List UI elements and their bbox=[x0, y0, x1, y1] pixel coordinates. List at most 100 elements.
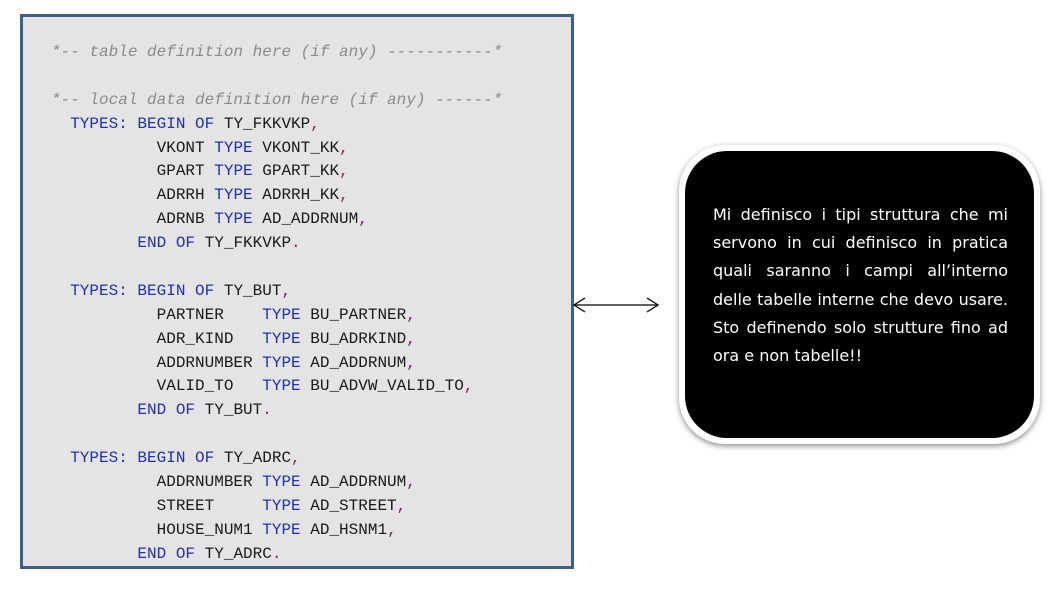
code-keyword: TYPE bbox=[214, 210, 253, 229]
code-blank-line bbox=[51, 256, 502, 280]
code-keyword: TYPE bbox=[262, 329, 301, 348]
code-token: ADDRNUMBER bbox=[51, 353, 263, 372]
code-punctuation: , bbox=[291, 449, 301, 468]
code-token bbox=[51, 449, 70, 467]
code-token: AD_HSNM1 bbox=[300, 520, 388, 539]
code-token bbox=[51, 545, 137, 563]
code-token: TY_FKKVKP bbox=[195, 234, 292, 253]
code-token: GPART_KK bbox=[252, 162, 340, 181]
code-keyword: TYPE bbox=[262, 496, 301, 515]
code-punctuation: , bbox=[281, 281, 292, 300]
code-token: ADR_KIND bbox=[51, 329, 263, 348]
code-line: PARTNER TYPE BU_PARTNER, bbox=[51, 304, 502, 328]
code-punctuation: , bbox=[387, 520, 397, 539]
code-token: ADRRH_KK bbox=[252, 186, 340, 205]
code-keyword: TYPE bbox=[214, 138, 253, 157]
code-line: END OF TY_ADRC. bbox=[51, 543, 502, 566]
code-punctuation: , bbox=[339, 138, 349, 157]
code-line: ADDRNUMBER TYPE AD_ADDRNUM, bbox=[51, 471, 502, 495]
code-token bbox=[128, 449, 138, 467]
code-line: ADDRNUMBER TYPE AD_ADDRNUM, bbox=[51, 352, 502, 376]
code-line: ADRNB TYPE AD_ADDRNUM, bbox=[51, 208, 502, 232]
code-punctuation: , bbox=[396, 496, 407, 515]
code-token: HOUSE_NUM1 bbox=[51, 520, 263, 539]
code-line: ADRRH TYPE ADRRH_KK, bbox=[51, 184, 502, 208]
code-token: ADRRH bbox=[51, 186, 215, 205]
code-line: ADR_KIND TYPE BU_ADRKIND, bbox=[51, 328, 502, 352]
code-line: TYPES: BEGIN OF TY_FKKVKP, bbox=[51, 113, 502, 137]
code-keyword: TYPE bbox=[262, 473, 301, 492]
code-line: END OF TY_FKKVKP. bbox=[51, 232, 502, 256]
code-token bbox=[51, 115, 70, 133]
code-keyword: BEGIN OF bbox=[137, 281, 215, 300]
code-panel: *-- table definition here (if any) -----… bbox=[20, 14, 574, 569]
code-token: TY_BUT bbox=[195, 401, 263, 420]
code-keyword: TYPES: bbox=[70, 449, 128, 468]
code-keyword: TYPE bbox=[262, 353, 301, 372]
code-keyword: TYPE bbox=[214, 186, 253, 205]
code-token: TY_ADRC bbox=[214, 449, 292, 468]
code-punctuation: . bbox=[262, 401, 272, 420]
code-token: VKONT bbox=[51, 138, 215, 157]
code-token: VKONT_KK bbox=[252, 138, 340, 157]
code-token: BU_ADRKIND bbox=[300, 329, 407, 348]
code-comment: *-- local data definition here (if any) … bbox=[51, 90, 503, 109]
callout-text: Mi definisco i tipi struttura che mi ser… bbox=[713, 205, 1008, 366]
code-line: HOUSE_NUM1 TYPE AD_HSNM1, bbox=[51, 519, 502, 543]
code-token: TY_BUT bbox=[214, 281, 282, 300]
code-token: VALID_TO bbox=[51, 377, 263, 396]
code-keyword: TYPE bbox=[214, 162, 253, 181]
code-token: ADDRNUMBER bbox=[51, 473, 263, 492]
code-token bbox=[128, 282, 138, 300]
code-punctuation: , bbox=[310, 114, 320, 133]
code-token: AD_STREET bbox=[300, 496, 397, 515]
code-keyword: TYPES: bbox=[70, 114, 128, 133]
code-keyword: TYPES: bbox=[70, 281, 128, 300]
code-line: END OF TY_BUT. bbox=[51, 399, 502, 423]
code-keyword: BEGIN OF bbox=[137, 114, 215, 133]
code-punctuation: , bbox=[406, 329, 416, 348]
code-punctuation: , bbox=[406, 473, 416, 492]
code-line: VALID_TO TYPE BU_ADVW_VALID_TO, bbox=[51, 375, 502, 399]
code-punctuation: , bbox=[358, 210, 368, 229]
code-token bbox=[51, 282, 70, 300]
code-comment: *-- table definition here (if any) -----… bbox=[51, 43, 503, 61]
code-punctuation: , bbox=[463, 377, 474, 396]
code-line: TYPES: BEGIN OF TY_BUT, bbox=[51, 280, 502, 304]
code-line: GPART TYPE GPART_KK, bbox=[51, 160, 502, 184]
code-punctuation: , bbox=[339, 162, 349, 181]
code-token: BU_ADVW_VALID_TO bbox=[300, 377, 464, 396]
code-token: TY_ADRC bbox=[195, 544, 272, 563]
code-keyword: TYPE bbox=[262, 305, 301, 324]
code-punctuation: . bbox=[291, 234, 301, 253]
code-keyword: TYPE bbox=[262, 520, 301, 539]
code-blank-line bbox=[51, 423, 502, 447]
code-keyword: BEGIN OF bbox=[137, 449, 215, 468]
code-keyword: TYPE bbox=[262, 377, 301, 396]
code-blank-line bbox=[51, 65, 502, 89]
code-token: GPART bbox=[51, 162, 215, 181]
code-token bbox=[128, 115, 138, 133]
abap-code-block: *-- table definition here (if any) -----… bbox=[51, 41, 502, 566]
code-line: *-- local data definition here (if any) … bbox=[51, 89, 502, 113]
code-token: AD_ADDRNUM bbox=[300, 353, 407, 372]
code-token: AD_ADDRNUM bbox=[300, 473, 407, 492]
code-token: STREET bbox=[51, 496, 263, 515]
code-punctuation: . bbox=[271, 544, 282, 563]
callout-box: Mi definisco i tipi struttura che mi ser… bbox=[685, 151, 1034, 438]
code-token: AD_ADDRNUM bbox=[252, 210, 359, 229]
code-keyword: END OF bbox=[137, 401, 196, 420]
code-token: PARTNER bbox=[51, 305, 263, 324]
code-line: *-- table definition here (if any) -----… bbox=[51, 41, 502, 65]
code-token: BU_PARTNER bbox=[300, 305, 407, 324]
code-token: TY_FKKVKP bbox=[214, 114, 311, 133]
code-token bbox=[51, 401, 137, 419]
code-token bbox=[51, 234, 137, 252]
code-line: STREET TYPE AD_STREET, bbox=[51, 495, 502, 519]
code-punctuation: , bbox=[406, 353, 416, 372]
code-keyword: END OF bbox=[137, 234, 196, 253]
code-line: VKONT TYPE VKONT_KK, bbox=[51, 137, 502, 161]
code-keyword: END OF bbox=[137, 544, 196, 563]
double-headed-arrow-icon bbox=[572, 297, 660, 313]
